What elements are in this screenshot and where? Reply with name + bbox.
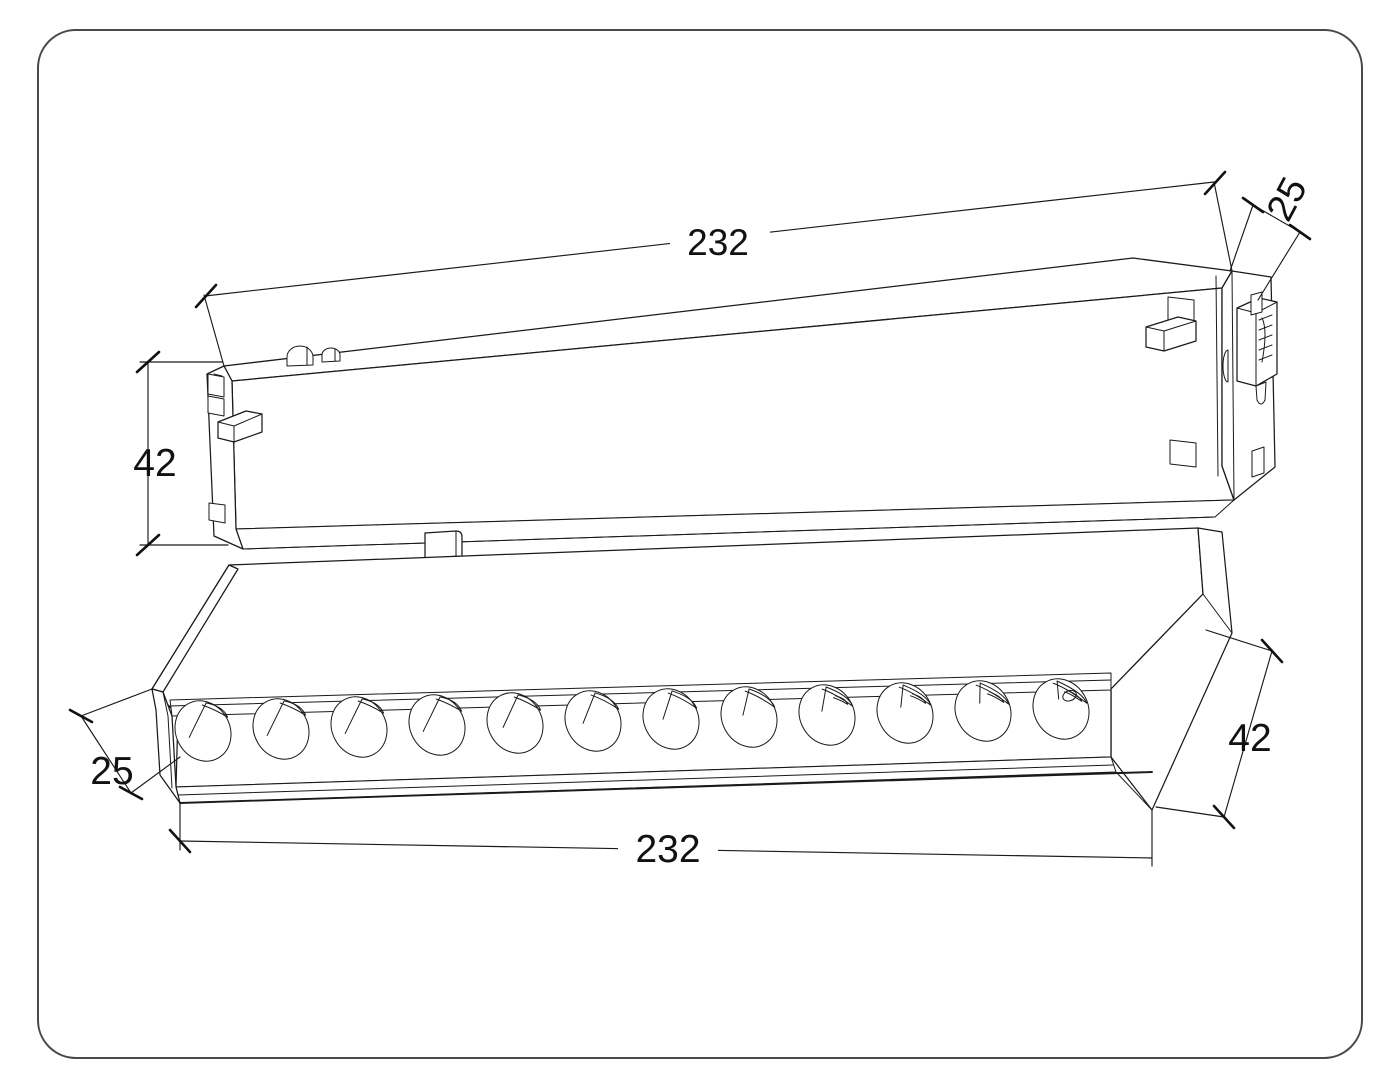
upper-right-edge-line [1231,270,1235,501]
upper-left-notch-top [207,373,225,398]
lower-body-upper-rim [169,672,1112,717]
lens-cell [174,700,232,762]
upper-top-boss-small [321,347,341,363]
upper-right-spring-clip-fold [1145,320,1197,352]
lens-cell [330,696,388,758]
upper-left-spring-clip-fold [217,413,263,443]
lens-cell [252,698,310,760]
upper-connector-side-oval [1222,349,1229,383]
dimension-label-height-bottom: 42 [1228,717,1271,760]
dim-line-height-bottom [1223,650,1273,818]
dimension-label-length-bottom: 232 [635,828,700,871]
dim-tick [135,350,161,374]
lower-body-bottom-right-edge [1115,771,1153,811]
lower-body-bottom-edge [179,771,1153,804]
dimension-label-depth-bottom: 25 [90,750,133,793]
lower-isometric-view [151,527,1233,811]
dim-tick [194,283,218,309]
ext-line-depth-bottom-b [130,756,181,794]
dim-tick [1203,170,1227,196]
dim-tick [1212,804,1236,830]
dimension-label-depth-top: 25 [1259,171,1316,228]
upper-right-spring-clip [1145,316,1197,352]
dim-tick [68,708,94,724]
upper-underside-edge [242,516,1216,550]
upper-right-small-tab [1251,446,1265,478]
dimension-length-bottom: 232 [168,802,1153,871]
lower-body-upper-rim-line [169,679,1112,707]
lower-body-lower-rim-line [177,764,1114,796]
track-connector-contacts [1258,314,1273,361]
lower-body-left-end [151,688,181,804]
lens-cell [564,690,622,752]
ext-line-height-bottom-b [1155,806,1225,818]
ext-line-depth-top-a [1229,204,1254,272]
ext-line-height-bottom-a [1205,629,1273,652]
dimension-height-top: 42 [133,350,229,557]
lens-cell [954,680,1012,742]
dimension-label-length-top: 232 [687,222,749,263]
upper-left-detail-a [213,373,223,377]
sheet-border [37,29,1363,1059]
lens-cell [798,684,856,746]
dim-line-depth-bottom [80,715,132,794]
dim-tick [1241,196,1265,214]
ext-line-length-top-left [203,294,225,367]
lower-body-right-end [1110,527,1233,811]
dimension-depth-bottom: 25 [68,688,181,801]
lens-cell [642,688,700,750]
upper-right-notch-bottom [1169,439,1197,468]
track-connector-pin [1255,381,1267,405]
ext-line-depth-bottom-a [80,688,153,717]
upper-top-boss-large [286,345,314,367]
track-connector-contact-arc [1261,317,1266,363]
dim-tick [135,533,161,557]
ext-line-length-top-right [1213,181,1233,272]
dim-tick [168,828,192,854]
dim-label-mask [670,228,770,272]
lens-cell [486,692,544,754]
dim-label-mask [618,824,718,868]
dimension-length-top: 232 [194,170,1233,367]
ext-line-depth-top-b [1257,231,1301,301]
lens-cell [408,694,466,756]
upper-right-inner-line [1215,275,1219,477]
lower-right-end-fold [1202,593,1233,634]
dim-tick [1288,223,1312,241]
lens-cell [720,686,778,748]
upper-isometric-view [206,257,1278,559]
upper-left-notch-bottom [208,502,226,524]
dimension-label-height-top: 42 [133,442,176,485]
lens-cell [1032,678,1090,740]
dimension-height-bottom: 42 [1155,629,1284,830]
upper-body-front-face [231,287,1235,530]
dim-tick [1260,638,1284,664]
upper-left-notch-top2 [207,395,225,417]
dim-tick [118,785,144,801]
lens-cell [876,682,934,744]
lens-cell-row [174,678,1090,762]
